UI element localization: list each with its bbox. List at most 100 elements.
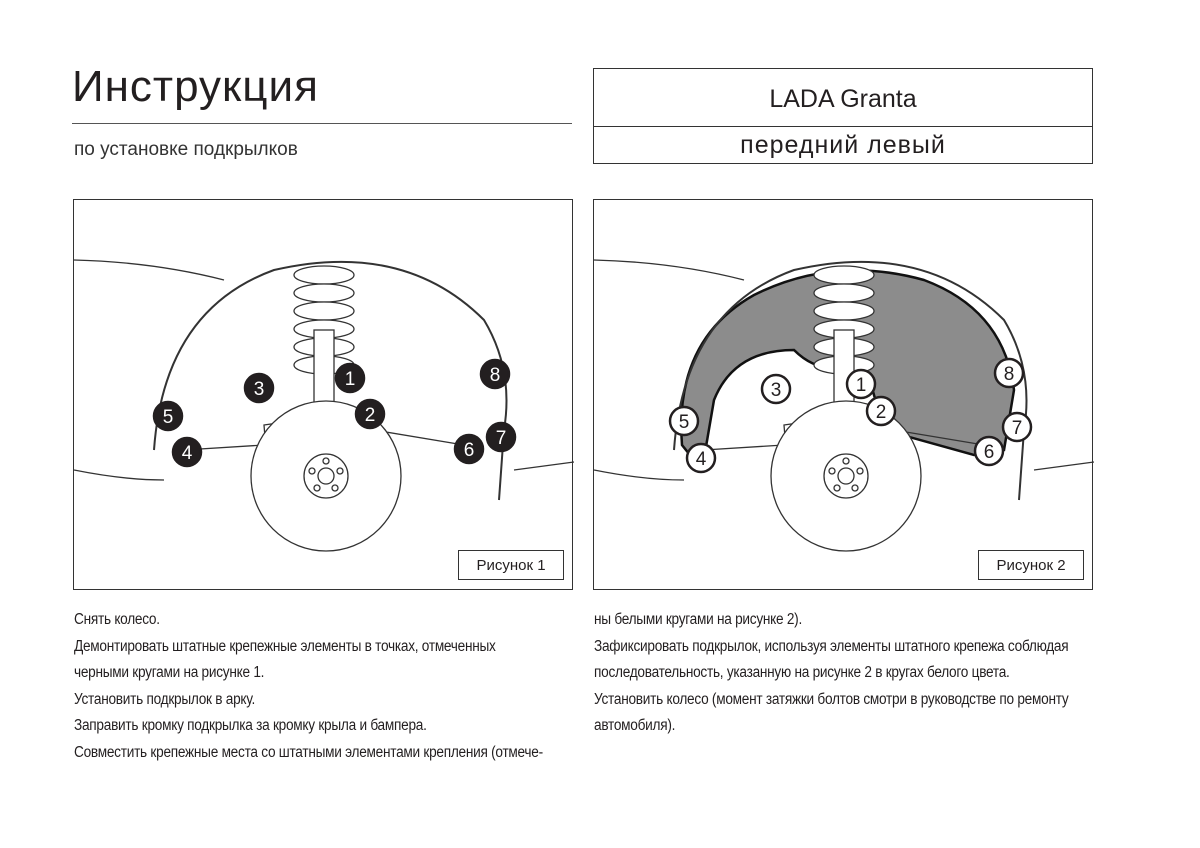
marker-number: 8 [1004,364,1015,385]
figure-2-label: Рисунок 2 [978,550,1084,580]
fastener-marker-4: 4 [171,436,203,468]
instruction-line: Установить подкрылок в арку. [74,690,256,708]
fastener-marker-4: 4 [685,442,717,474]
marker-circle [685,442,717,474]
marker-number: 2 [365,405,376,426]
hub-center [317,467,335,485]
spring-coil [813,301,875,321]
marker-circle [152,400,184,432]
bumper-line [74,469,165,481]
fastener-marker-7: 7 [485,421,517,453]
marker-number: 8 [490,365,501,386]
fastener-marker-2: 2 [354,398,386,430]
model-side: передний левый [740,131,946,159]
body-line [1033,461,1094,471]
page-subtitle: по установке подкрылков [74,139,298,160]
body-line [594,259,745,281]
body-line [74,259,225,281]
marker-number: 7 [1012,418,1023,439]
brake-disc [770,400,922,552]
marker-circle [354,398,386,430]
wheel-hub [823,453,869,499]
lower-arm [703,429,985,451]
instruction-line: последовательность, указанную на рисунке… [594,664,1010,681]
fastener-marker-5: 5 [152,400,184,432]
wheel-bolt [828,467,836,475]
wheel-bolt [856,467,864,475]
wheel-bolt [313,484,321,492]
model-box: LADA Granta передний левый [593,68,1093,164]
model-name: LADA Granta [594,69,1092,127]
marker-circle [485,421,517,453]
fastener-marker-3: 3 [760,373,792,405]
fastener-marker-6: 6 [973,435,1005,467]
figure-1-label: Рисунок 1 [458,550,564,580]
marker-circle [334,362,366,394]
wheel-hub [303,453,349,499]
spring-coil [293,283,355,303]
wheel-bolt [833,484,841,492]
fastener-marker-6: 6 [453,433,485,465]
wheel-bolt [851,484,859,492]
marker-circle [243,372,275,404]
brake-disc [250,400,402,552]
wheel-arch-liner [680,269,1016,473]
body-line [513,461,574,471]
instruction-line: Совместить крепежные места со штатными э… [74,743,543,761]
marker-circle [171,436,203,468]
marker-number: 6 [984,442,995,463]
fastener-marker-2: 2 [865,395,897,427]
wheel-arch-drawing-2: 12 3 45 67 8 [594,259,1094,552]
marker-circle [453,433,485,465]
instructions-left: Снять колесо. Демонтировать штатные креп… [74,607,543,766]
marker-number: 6 [464,440,475,461]
marker-number: 4 [182,443,193,464]
fastener-marker-8: 8 [479,358,511,390]
fastener-marker-1: 1 [845,368,877,400]
bumper-line [594,469,685,481]
instruction-line: Демонтировать штатные крепежные элементы… [74,637,496,655]
fastener-marker-7: 7 [1001,411,1033,443]
wheel-bolt [842,457,850,465]
fastener-marker-1: 1 [334,362,366,394]
fastener-marker-8: 8 [993,357,1025,389]
instruction-line: черными кругами на рисунке 1. [74,664,265,681]
instruction-line: Зафиксировать подкрылок, используя элеме… [594,637,1069,655]
page-title: Инструкция [72,62,319,111]
marker-circle [993,357,1025,389]
wheel-bolt [331,484,339,492]
spring-coil [293,265,355,285]
marker-circle [1001,411,1033,443]
marker-number: 2 [876,402,887,423]
marker-circle [760,373,792,405]
hub-center [837,467,855,485]
wheel-arch [673,260,1028,501]
marker-circle [865,395,897,427]
spring-coil [813,265,875,285]
wheel-bolt [336,467,344,475]
instruction-line: ны белыми кругами на рисунке 2). [594,611,802,628]
wheel-bolt [322,457,330,465]
instruction-line: Установить колесо (момент затяжки болтов… [594,690,1069,708]
marker-number: 4 [696,449,707,470]
marker-number: 5 [679,412,690,433]
spring-coil [813,283,875,303]
instruction-line: Заправить кромку подкрылка за кромку кры… [74,717,427,734]
marker-circle [973,435,1005,467]
marker-number: 7 [496,428,507,449]
wheel-bolt [308,467,316,475]
fastener-marker-5: 5 [668,405,700,437]
fastener-marker-3: 3 [243,372,275,404]
marker-circle [845,368,877,400]
marker-circle [479,358,511,390]
marker-number: 3 [254,379,265,400]
marker-number: 5 [163,407,174,428]
marker-number: 3 [771,380,782,401]
spring-coil [293,301,355,321]
instruction-line: автомобиля). [594,717,676,734]
instructions-right: ны белыми кругами на рисунке 2). Зафикси… [594,607,1069,740]
